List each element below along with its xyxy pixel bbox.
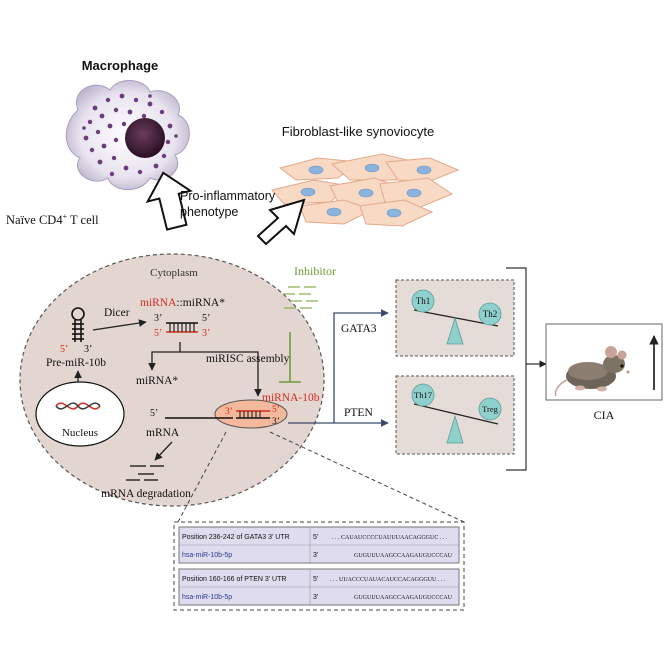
fulcrum-1	[446, 316, 464, 345]
th17-label: Th17	[414, 390, 432, 400]
macrophage-label: Macrophage	[82, 58, 159, 73]
mirna-10b-label: miRNA-10b	[262, 392, 320, 404]
mirna-star-label: miRNA*	[136, 375, 178, 387]
pre-mir-5prime: 5’	[60, 344, 68, 355]
pre-mir-label: Pre-miR-10b	[46, 357, 106, 369]
pten-position-label: Position 160-166 of PTEN 3’ UTR	[182, 576, 286, 583]
gata3-position-label: Position 236-242 of GATA3 3’ UTR	[182, 534, 290, 541]
th1-circle	[411, 289, 435, 313]
duplex-3prime-right: 3’	[202, 328, 210, 339]
cia-label: CIA	[594, 408, 615, 422]
macrophage-granules	[82, 93, 178, 177]
mirisc-5prime-right: 5’	[272, 405, 280, 415]
alignment-gata3: Position 236-242 of GATA3 3’ UTR hsa-miR…	[178, 526, 460, 564]
gata3-seq-top: . . . CAUAUCCCCUAUUUAACAGGGUC . . .	[332, 535, 448, 541]
outcome-bracket	[506, 267, 527, 471]
balance-beam-2	[413, 403, 499, 425]
pre-mir-hairpin	[71, 307, 85, 342]
pro-inflammatory-label-2: phenotype	[180, 205, 238, 219]
pten-end-bottom: 3’	[313, 594, 319, 601]
gata3-mirna-label: hsa-miR-10b-5p	[182, 552, 232, 559]
nucleus-label: Nucleus	[62, 427, 98, 439]
arrow-to-degradation	[154, 441, 173, 461]
th17-circle	[411, 383, 435, 407]
gata3-seq-bottom: GUGUUUAAGCCAAGAUGUCCCAU	[354, 553, 453, 559]
dicer-label: Dicer	[104, 307, 130, 319]
nucleus	[35, 381, 125, 447]
pten-end-top: 5’	[313, 576, 319, 583]
fls-nuclei	[300, 163, 432, 218]
mirisc-3prime-right: 3’	[272, 417, 280, 427]
th2-circle	[478, 302, 502, 326]
duplex-5prime-left: 5’	[154, 328, 162, 339]
th1-label: Th1	[416, 296, 431, 306]
arrow-dicer	[92, 319, 147, 331]
pre-mir-3prime: 3’	[84, 344, 92, 355]
duplex-5prime-right: 5’	[202, 313, 210, 324]
treg-circle	[478, 397, 502, 421]
mouse-image	[554, 346, 630, 397]
mrna-degradation-label: mRNA degradation	[101, 488, 191, 500]
mirna-duplex	[166, 322, 198, 333]
naive-cd4-label: Naïve CD4+ T cell	[6, 212, 99, 227]
mrna-label: mRNA	[146, 427, 180, 439]
mirisc-3prime-left: 3’	[225, 407, 233, 417]
inhibition-line	[279, 332, 301, 383]
hollow-arrow-up	[145, 171, 193, 231]
treg-label: Treg	[482, 404, 498, 414]
dna-helix	[55, 402, 101, 410]
alignment-pten: Position 160-166 of PTEN 3’ UTR hsa-miR-…	[178, 568, 460, 606]
zoom-lines	[177, 431, 465, 523]
pten-seq-top: . . . UUACCCUAUACAUCCACAGGGUU . . .	[330, 577, 446, 583]
pten-label: PTEN	[344, 407, 373, 419]
gata3-end-bottom: 3’	[313, 552, 319, 559]
pten-seq-bottom: GUGUUUAAGCCAAGAUGUCCCAU	[354, 595, 453, 601]
th2-label: Th2	[483, 309, 498, 319]
fls-label: Fibroblast-like synoviocyte	[282, 124, 434, 139]
mirisc-complex	[214, 399, 288, 429]
duplex-label: miRNA::miRNA*	[140, 297, 225, 309]
pathway-arrows	[288, 309, 389, 427]
hollow-arrow-diag	[256, 198, 306, 246]
mirisc-duplex	[236, 410, 270, 419]
mirisc-label: miRISC assembly	[206, 353, 290, 365]
fulcrum-2	[446, 414, 464, 444]
arrow-mirisc-assembly	[180, 351, 262, 397]
pten-mirna-label: hsa-miR-10b-5p	[182, 594, 232, 601]
arrow-to-mirna-star	[148, 342, 181, 371]
gata3-end-top: 5’	[313, 534, 319, 541]
fls-cells	[271, 153, 460, 227]
pro-inflammatory-label-1: Pro-inflammatory	[180, 189, 276, 203]
mrna-fragments	[126, 465, 164, 481]
inhibitor-label: Inhibitor	[294, 264, 336, 278]
cytoplasm-label: Cytoplasm	[150, 267, 198, 279]
mrna-5prime: 5’	[150, 408, 158, 419]
macrophage-cell	[65, 80, 190, 191]
duplex-3prime-left: 3’	[154, 313, 162, 324]
gata3-label: GATA3	[341, 323, 377, 335]
inhibitor-dashes	[283, 286, 318, 309]
macrophage-nucleus	[125, 118, 165, 158]
